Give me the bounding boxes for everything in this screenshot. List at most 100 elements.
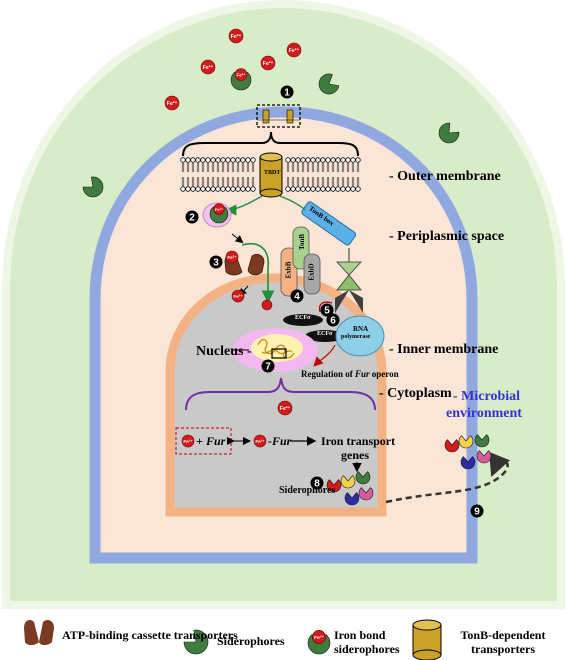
siderophore-icon [340, 475, 356, 489]
step-marker-8: 8 [310, 476, 324, 490]
step-marker-4: 4 [290, 289, 304, 303]
periplasmic-space-label: - Periplasmic space [389, 229, 505, 244]
legend-iron-siderophores-label: Iron bond siderophores [334, 628, 400, 656]
lipid-tail [236, 163, 240, 186]
fe-ion-icon: Fe²⁺ [228, 28, 244, 44]
lipid-head [205, 157, 211, 163]
lipid-tail [226, 163, 230, 186]
lipid-head [330, 186, 336, 192]
lipid-head [355, 157, 361, 163]
lipid-head [215, 186, 221, 192]
fe-ion-icon: Fe²⁺ [277, 400, 293, 416]
fe-ion-label: Fe²⁺ [215, 207, 223, 212]
lipid-head [210, 186, 216, 192]
arrow-ecf-to-rnap [318, 301, 333, 313]
step-number: 1 [284, 88, 290, 99]
arrow-abc-import [241, 243, 275, 304]
lipid-head [285, 186, 291, 192]
siderophore-icon [82, 176, 104, 198]
lipid-head [225, 157, 231, 163]
fe-ion-icon: Fe²⁺ [253, 434, 267, 448]
fe-ion-icon: Fe²⁺ [164, 95, 180, 111]
lipid-head [285, 157, 291, 163]
siderophore-icon [458, 435, 474, 449]
fe-ion-icon: Fe²⁺ [225, 250, 239, 264]
membrane-zoom-box [256, 104, 301, 128]
fe-ion-icon: Fe²⁺ [231, 289, 245, 303]
lipid-tail [311, 163, 315, 186]
lipid-tail [196, 163, 200, 186]
lipid-head [290, 186, 296, 192]
siderophore-icon [358, 487, 374, 501]
lipid-head [315, 186, 321, 192]
regulation-gene: Fur [355, 369, 370, 379]
lipid-tail [321, 163, 325, 186]
lipid-head [185, 186, 191, 192]
siderophore-icon [183, 629, 209, 655]
lipid-tail [191, 163, 195, 186]
rna-polymerase-label-2: polymerase [341, 334, 371, 340]
lipid-head [235, 157, 241, 163]
lipid-tail [186, 163, 190, 186]
lipid-head [320, 186, 326, 192]
lipid-tail [211, 163, 215, 186]
tonb-box [301, 201, 357, 246]
legend-tbdt-label: TonB-dependent transporters [460, 628, 546, 656]
lipid-head [305, 186, 311, 192]
siderophore-icon [318, 73, 340, 95]
fe-ion-icon: Fe²⁺ [234, 68, 248, 81]
step-number: 8 [314, 479, 320, 490]
lipid-tail [326, 163, 330, 186]
lipid-head [245, 186, 251, 192]
siderophore-icon [326, 479, 342, 493]
fe-ion-label: Fe²⁺ [236, 73, 246, 78]
lipid-head [205, 186, 211, 192]
lipid-tail [201, 163, 205, 186]
cytoplasm-brace [185, 377, 376, 411]
fe-ion-label: Fe²⁺ [231, 34, 242, 40]
fe-ion-icon: Fe²⁺ [286, 42, 302, 58]
lipid-head [185, 157, 191, 163]
lipid-head [320, 157, 326, 163]
lipid-head [300, 157, 306, 163]
lipid-tail [301, 163, 305, 186]
legend-abc-label: ATP-binding cassette transporters [62, 628, 238, 642]
lipid-head [230, 157, 236, 163]
siderophore-icon [344, 492, 360, 506]
lipid-head [195, 186, 201, 192]
nucleus-label: Nucleus - [196, 344, 252, 359]
legend-abc-icon [24, 620, 54, 645]
fe-ion-label: Fe²⁺ [167, 101, 178, 107]
step-number: 4 [294, 292, 300, 303]
lipid-head [350, 186, 356, 192]
fe-ion-label: Fe²⁺ [289, 48, 300, 54]
fe-ion-label: Fe²⁺ [183, 439, 193, 444]
tbdt-transporter [259, 152, 283, 198]
fe-ion-icon: Fe²⁺ [181, 434, 195, 448]
lipid-head [180, 186, 186, 192]
lipid-head [195, 157, 201, 163]
regulation-suffix: operon [369, 369, 399, 379]
lipid-tail [336, 163, 340, 186]
lipid-head [345, 157, 351, 163]
regulation-label: Regulation of Fur operon [301, 369, 399, 379]
inner-membrane-label: - Inner membrane [389, 342, 499, 357]
lipid-head [335, 186, 341, 192]
lipid-head [300, 186, 306, 192]
lipid-tail [231, 163, 235, 186]
fe-ion-icon: Fe²⁺ [260, 55, 276, 71]
lipid-tail [286, 163, 290, 186]
siderophores-inner-label: Siderophores [279, 485, 336, 496]
lipid-head [215, 157, 221, 163]
ecf-sigma-bound-label: ECFσ [317, 331, 333, 337]
lipid-head [340, 186, 346, 192]
fe-ion-label: Fe²⁺ [203, 65, 214, 71]
siderophore-icon [438, 122, 460, 144]
lipid-head [305, 157, 311, 163]
lipid-head [295, 186, 301, 192]
lipid-head [245, 157, 251, 163]
siderophore-icon [474, 434, 490, 448]
step-number: 5 [324, 306, 330, 317]
lipid-tail [181, 163, 185, 186]
